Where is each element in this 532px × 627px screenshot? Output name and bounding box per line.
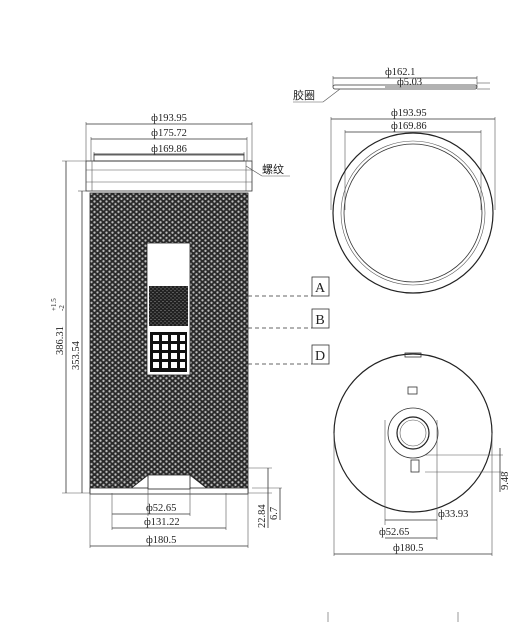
bottom-dia-boss: ф52.65 [379, 527, 409, 538]
thread-ring [93, 153, 245, 162]
gasket-dia-outer: ф162.1 [385, 67, 415, 78]
bottom-dia-hole: ф33.93 [438, 509, 468, 520]
bottom-hole [396, 416, 430, 450]
marker-a: A [315, 281, 326, 296]
gasket-view: ф162.1 ф5.03 胶圈 [293, 67, 490, 103]
dim-overall-tol-lower: -2 [58, 305, 66, 311]
detail-markers: A B D [248, 276, 330, 365]
dim-overall-tol-upper: +1.5 [50, 298, 58, 311]
marker-b: B [315, 313, 324, 328]
top-dimensions: ф193.95 ф175.72 ф169.86 [85, 113, 253, 161]
height-dimensions: 386.31 +1.5 -2 353.54 [50, 160, 90, 494]
top-view-dia-inner: ф169.86 [391, 121, 427, 132]
dim-top-outer: ф193.95 [151, 113, 187, 124]
dim-top-mid: ф175.72 [151, 128, 187, 139]
bottom-offset: 9.48 [500, 472, 511, 490]
bottom-boss [387, 407, 439, 459]
dim-bottom-height-b: 6.7 [269, 507, 280, 520]
bottom-view: ф33.93 ф52.65 ф180.5 9.48 [333, 352, 511, 556]
dim-bottom-outer: ф180.5 [146, 535, 176, 546]
marker-d: D [315, 349, 325, 364]
dim-overall-height: 386.31 [55, 326, 66, 355]
dim-top-inner: ф169.86 [151, 144, 187, 155]
bottom-outer-circle [333, 353, 493, 513]
dim-bottom-height-a: 22.84 [257, 504, 268, 528]
gasket-dia-section: ф5.03 [397, 77, 422, 88]
bottom-dia-outer: ф180.5 [393, 543, 423, 554]
thread-label: 螺纹 [262, 162, 284, 176]
top-inner-circle [343, 143, 483, 283]
bottom-height-dimensions: 22.84 6.7 [248, 467, 282, 528]
dim-bottom-mid: ф131.22 [144, 517, 180, 528]
gasket-label: 胶圈 [293, 88, 315, 102]
bottom-dimensions: ф52.65 ф131.22 ф180.5 [89, 489, 249, 548]
top-view-dia-outer: ф193.95 [391, 108, 427, 119]
dim-bottom-inner: ф52.65 [146, 503, 176, 514]
side-view: ф193.95 ф175.72 ф169.86 螺纹 386.31 +1.5 -… [50, 113, 330, 548]
top-outer-circle [332, 132, 494, 294]
dim-body-height: 353.54 [71, 340, 82, 370]
top-view: ф193.95 ф169.86 [330, 108, 496, 294]
top-cap [85, 160, 253, 192]
